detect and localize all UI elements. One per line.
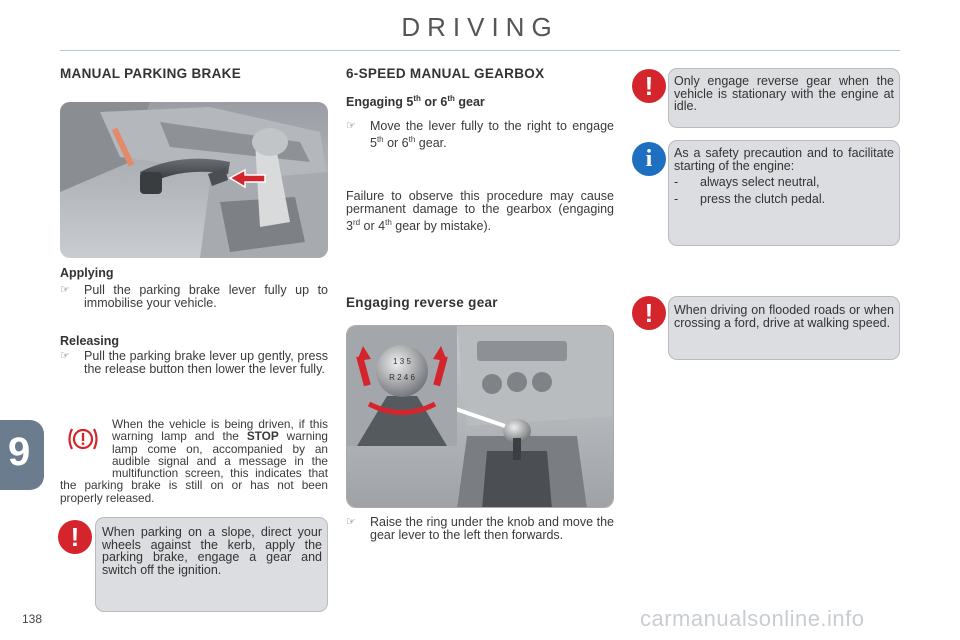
- reverse-warning-box: [668, 68, 900, 128]
- safety-item-clutch: -press the clutch pedal.: [674, 191, 826, 206]
- reverse-gear-text: Raise the ring under the knob and move t…: [370, 515, 614, 542]
- safety-info-content: As a safety precaution and to facilitate…: [674, 147, 894, 205]
- parking-brake-title: MANUAL PARKING BRAKE: [60, 66, 241, 81]
- header-divider: [60, 50, 900, 51]
- parking-brake-illustration: [60, 102, 328, 258]
- svg-text:R 2 4 6: R 2 4 6: [389, 373, 415, 382]
- engaging-56-step: ☞ Move the lever fully to the right to e…: [346, 119, 614, 151]
- info-icon: i: [632, 142, 666, 176]
- brake-warning-paragraph: When the vehicle is being driven, if thi…: [60, 418, 328, 504]
- chapter-tab: [0, 420, 44, 490]
- bullet-pointer-icon: ☞: [346, 120, 356, 132]
- bullet-pointer-icon: ☞: [60, 284, 70, 296]
- warning-exclamation-icon: !: [58, 520, 92, 554]
- bullet-pointer-icon: ☞: [60, 350, 70, 362]
- releasing-title: Releasing: [60, 334, 120, 348]
- reverse-warning-text: Only engage reverse gear when the vehicl…: [674, 74, 894, 113]
- bullet-pointer-icon: ☞: [346, 516, 356, 528]
- page-header-title: DRIVING: [401, 12, 559, 42]
- chapter-number: 9: [8, 430, 31, 474]
- engaging-56-title: Engaging 5th or 6th gear: [346, 94, 485, 110]
- reverse-gear-title: Engaging reverse gear: [346, 295, 498, 310]
- warning-exclamation-icon: !: [632, 296, 666, 330]
- engaging-56-text: Move the lever fully to the right to eng…: [370, 119, 614, 151]
- applying-step: ☞ Pull the parking brake lever fully up …: [60, 284, 328, 310]
- brake-warning-text-pre: When the vehicle is being driven, if thi…: [112, 417, 328, 444]
- brake-warning-lamp-icon: [66, 426, 100, 452]
- brake-warning-text-post: warning lamp come on, accompanied by an …: [60, 429, 328, 505]
- safety-intro-text: As a safety precaution and to facilitate…: [674, 146, 894, 173]
- slope-note-text: When parking on a slope, direct your whe…: [102, 525, 322, 577]
- flood-warning-box: [668, 296, 900, 360]
- warning-exclamation-icon: !: [632, 69, 666, 103]
- reverse-gear-step: ☞ Raise the ring under the knob and move…: [346, 516, 614, 542]
- page-number: 138: [22, 612, 43, 626]
- releasing-step: ☞ Pull the parking brake lever up gently…: [60, 350, 328, 376]
- applying-text: Pull the parking brake lever fully up to…: [84, 283, 328, 310]
- failure-warning-text: Failure to observe this procedure may ca…: [346, 189, 614, 234]
- svg-text:1 3 5: 1 3 5: [393, 357, 411, 366]
- safety-item-neutral: -always select neutral,: [674, 175, 820, 189]
- safety-info-box: [668, 140, 900, 246]
- stop-word: STOP: [246, 429, 279, 444]
- applying-title: Applying: [60, 266, 114, 280]
- watermark: carmanualsonline.info: [640, 606, 865, 631]
- gearbox-illustration: 1 3 5 R 2 4 6: [346, 325, 614, 508]
- flood-warning-text: When driving on flooded roads or when cr…: [674, 303, 894, 330]
- gearbox-title: 6-SPEED MANUAL GEARBOX: [346, 66, 545, 81]
- releasing-text: Pull the parking brake lever up gently, …: [84, 349, 328, 376]
- slope-note-box: [95, 517, 328, 612]
